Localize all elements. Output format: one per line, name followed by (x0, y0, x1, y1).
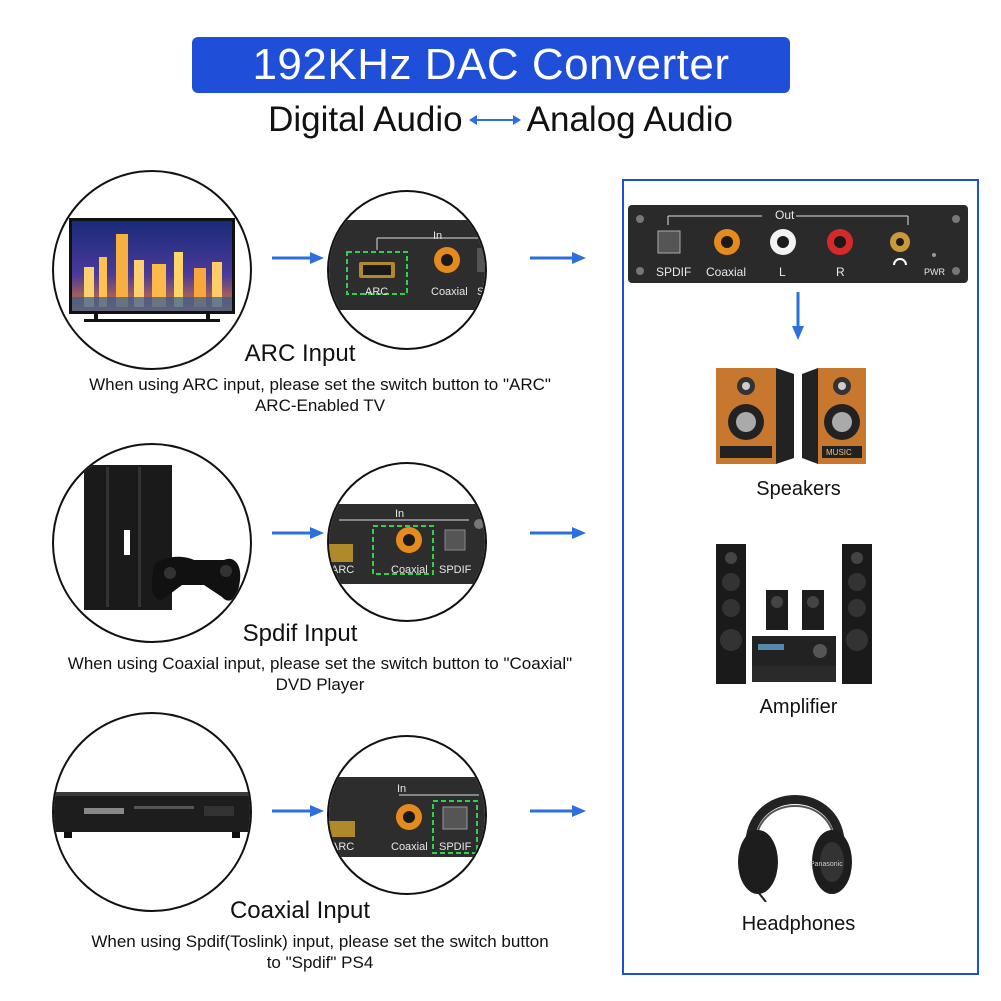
coaxial-port-circle: In ARC Coaxial SPDIF (327, 462, 487, 622)
port-closeup-spdif (329, 777, 485, 857)
arc-port-circle: In ARC Coaxial S (327, 190, 487, 350)
port-closeup-coaxial (329, 504, 485, 584)
amplifier-label: Amplifier (759, 696, 838, 718)
spdif-input-desc: When using Coaxial input, please set the… (67, 654, 573, 673)
in-label: In (397, 783, 407, 795)
in-label: In (395, 508, 405, 520)
spdif-port-circle: In ARC Coaxial SPDIF (327, 735, 487, 895)
pwr-label: PWR (924, 267, 945, 277)
tv-circle (52, 170, 252, 370)
spdif-input-title: Spdif Input (242, 620, 358, 647)
arrow-icon (530, 527, 586, 539)
port-label-coaxial: Coaxial (431, 286, 468, 298)
port-label-coaxial: Coaxial (391, 564, 428, 576)
port-label-arc: ARC (331, 841, 355, 853)
port-label-spdif: S (477, 286, 485, 298)
down-arrow-icon (792, 292, 804, 340)
arrow-icon (272, 252, 324, 264)
port-label-spdif: SPDIF (439, 841, 472, 853)
coaxial-input-device: to "Spdif" PS4 (266, 953, 374, 972)
speakers-label: Speakers (756, 478, 841, 500)
coaxial-input-desc: When using Spdif(Toslink) input, please … (91, 932, 549, 951)
amplifier-icon (716, 544, 872, 684)
dvd-player-icon (54, 792, 250, 838)
subtitle: Digital Audio Analog Audio (0, 98, 1001, 142)
headphones-icon (738, 795, 852, 902)
arc-input-desc: When using ARC input, please set the swi… (89, 375, 551, 394)
double-arrow-icon (468, 115, 521, 125)
output-panel (622, 179, 979, 975)
dac-ports (636, 215, 960, 275)
arrow-icon (530, 252, 586, 264)
title-banner: 192KHz DAC Converter (192, 37, 790, 93)
dac-device: Out SPDIF Coaxial L R PWR (628, 205, 968, 283)
port-closeup-arc (329, 220, 485, 310)
ps4-circle (52, 443, 252, 643)
out-port-r: R (836, 265, 845, 279)
arrow-icon (530, 805, 586, 817)
game-console-icon (84, 465, 241, 610)
headphones-brand: Panasonic (810, 861, 843, 868)
arc-input-device: ARC-Enabled TV (254, 396, 386, 415)
arrow-icon (272, 805, 324, 817)
out-port-spdif: SPDIF (656, 265, 692, 279)
port-label-spdif: SPDIF (439, 564, 472, 576)
page-title: 192KHz DAC Converter (252, 40, 730, 89)
dvd-circle (52, 712, 252, 912)
tv-icon (69, 218, 235, 322)
port-label-arc: ARC (365, 286, 389, 298)
subtitle-analog: Analog Audio (526, 100, 733, 139)
coaxial-input-title: Coaxial Input (229, 897, 371, 924)
in-label: In (433, 230, 443, 242)
subtitle-digital: Digital Audio (268, 100, 463, 139)
speakers-icon (716, 368, 866, 464)
out-port-coaxial: Coaxial (706, 265, 747, 279)
headphones-label: Headphones (741, 913, 856, 935)
spdif-input-device: DVD Player (275, 675, 365, 694)
port-label-coaxial: Coaxial (391, 841, 428, 853)
port-label-arc: ARC (331, 564, 355, 576)
arc-input-title: ARC Input (244, 340, 356, 367)
speaker-badge: MUSIC (826, 448, 852, 457)
out-port-l: L (779, 265, 786, 279)
out-label: Out (775, 208, 795, 222)
arrow-icon (272, 527, 324, 539)
